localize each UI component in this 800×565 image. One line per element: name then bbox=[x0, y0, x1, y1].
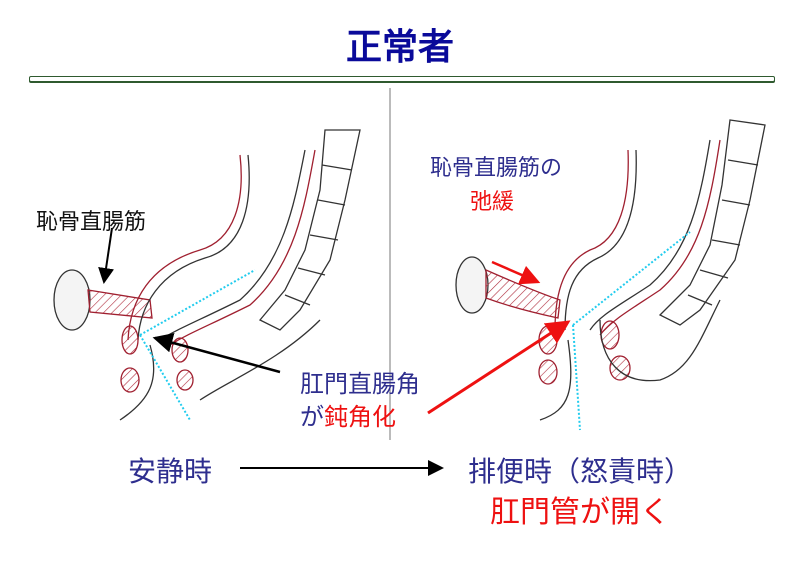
relaxation-label: 弛緩 bbox=[470, 190, 515, 215]
anal-canal-opens-label: 肛門管が開く bbox=[490, 495, 670, 530]
resting-label: 安静時 bbox=[128, 455, 213, 488]
sacrum bbox=[258, 129, 361, 331]
angle-pointer-arrow bbox=[152, 332, 281, 374]
angle-obtuse-label: が鈍角化 bbox=[300, 397, 396, 432]
rectum-wall-front bbox=[127, 154, 242, 341]
defecation-label: 排便時（怒責時） bbox=[468, 455, 693, 488]
resting-anatomy bbox=[53, 129, 361, 421]
defecation-anatomy bbox=[427, 119, 766, 431]
pubic-bone bbox=[53, 269, 91, 331]
angle-pointer-arrow bbox=[427, 320, 571, 415]
muscle-pointer-arrow bbox=[98, 227, 114, 284]
relaxation-arrow bbox=[491, 260, 541, 285]
title-divider bbox=[29, 76, 775, 82]
angle-guide bbox=[139, 269, 256, 421]
puborectalis-label: 恥骨直腸筋 bbox=[36, 210, 147, 235]
slide-title: 正常者 bbox=[345, 27, 454, 68]
angle-label-emphasis: 鈍角化 bbox=[324, 403, 396, 431]
puborectalis-muscle bbox=[87, 289, 153, 319]
relaxed-puborectalis bbox=[485, 269, 561, 319]
pubic-bone bbox=[455, 256, 489, 314]
anorectal-angle-label: 肛門直腸角 bbox=[300, 370, 420, 398]
rectum-wall-back bbox=[159, 149, 306, 341]
angle-guide bbox=[572, 231, 691, 431]
angle-label-prefix: が bbox=[300, 403, 324, 431]
sacrum bbox=[658, 119, 766, 326]
right-puborectalis-label: 恥骨直腸筋の bbox=[430, 156, 563, 181]
